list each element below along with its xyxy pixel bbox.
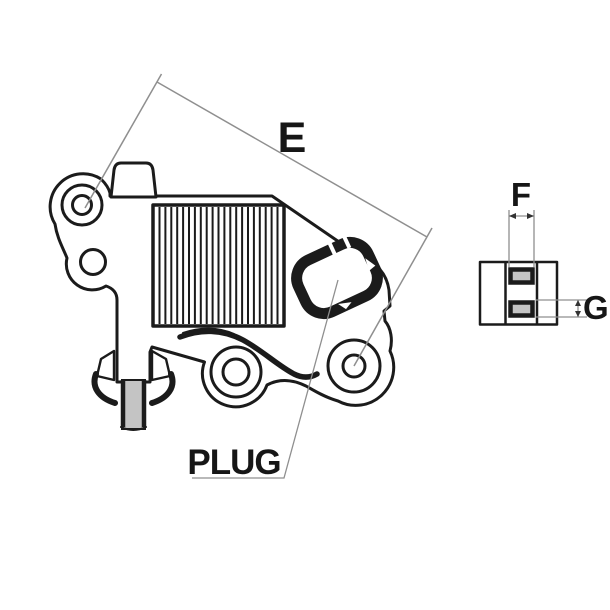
dimension-g-arrow-top (575, 300, 581, 306)
brush-horn-right (149, 371, 176, 406)
mounting-hole-bottom-middle-ring (209, 345, 263, 399)
mounting-hole-bottom-right-bore (341, 353, 367, 379)
plug-side-view (478, 260, 559, 326)
dimension-e: E (84, 73, 433, 367)
dimension-f-arrow-left (509, 213, 516, 219)
mounting-hole-bottom-right-ring (326, 338, 382, 394)
plug-connector (291, 234, 383, 320)
casting-edge-main (177, 328, 320, 380)
casting-edge-thin (182, 327, 235, 335)
heatsink-fins (158, 207, 279, 324)
dimension-g-arrow-bottom (575, 311, 581, 317)
mounting-hole-top-left-bore (71, 194, 93, 216)
dimension-g: G (536, 289, 609, 326)
dimension-e-line (156, 81, 428, 238)
brush-holder-wing-right (150, 349, 172, 382)
brush-holder-wing-left (95, 349, 116, 382)
mounting-hole-bottom-middle-bore (221, 357, 251, 387)
plug-notch-bottom (338, 302, 352, 310)
regulator-main-view (48, 161, 396, 431)
plug-callout: PLUG (187, 279, 339, 482)
brush-shaft (121, 379, 146, 430)
dimension-f-arrow-right (527, 213, 534, 219)
terminal-pin-upper (508, 267, 535, 285)
plug-callout-label: PLUG (187, 443, 280, 482)
mounting-hole-mid-left-bore (79, 248, 107, 276)
dimension-g-label: G (583, 289, 609, 326)
dimension-e-label: E (278, 114, 307, 162)
mounting-hole-top-left-ring (60, 183, 104, 227)
brush-assembly (120, 379, 147, 431)
plug-leader-line (192, 279, 339, 479)
plug-key-slot-2 (341, 234, 352, 249)
plug-notch-right (365, 258, 376, 271)
terminal-pin-lower (508, 300, 535, 318)
dimension-f-label: F (511, 176, 531, 213)
mounting-tab (109, 161, 158, 199)
dimension-e-extension-left (84, 73, 163, 209)
dimension-f: F (508, 176, 535, 267)
heatsink (151, 203, 286, 328)
brush-horn-left (91, 371, 118, 406)
plug-key-slot-1 (327, 241, 337, 256)
brush-tip (120, 426, 147, 431)
dimension-e-extension-right (353, 227, 433, 367)
